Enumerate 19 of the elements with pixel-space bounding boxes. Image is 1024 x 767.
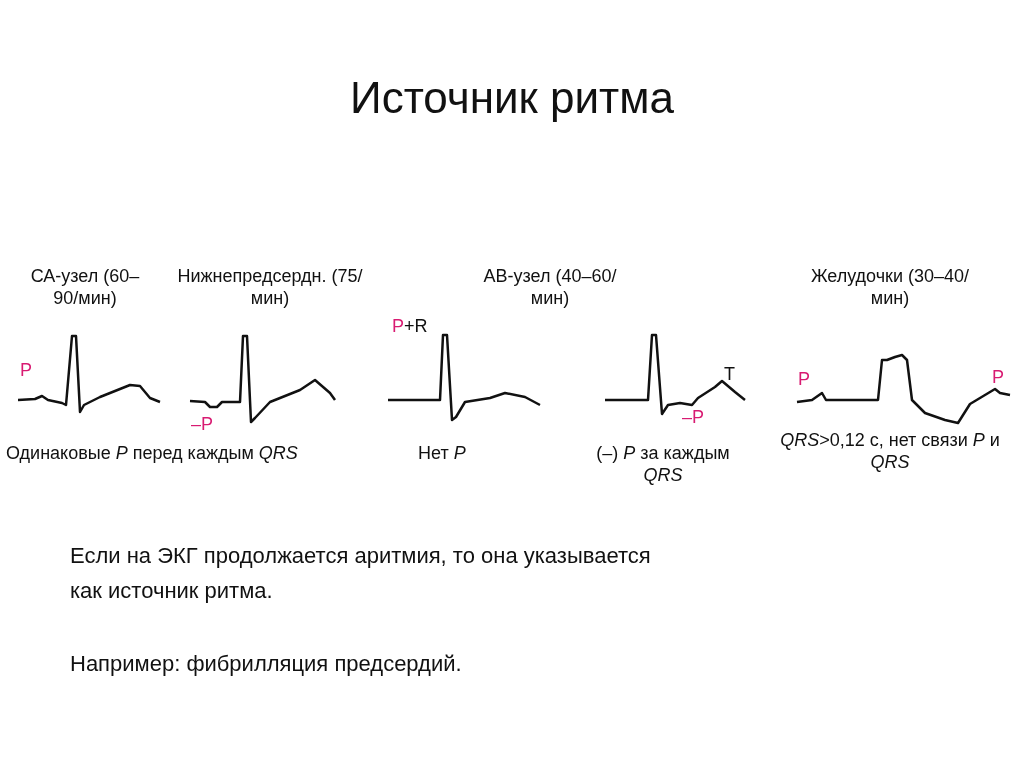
rhythm-heading: Нижнепредсердн. (75/мин) bbox=[176, 266, 364, 310]
body-text: Например: фибрилляция предсердий. bbox=[70, 650, 462, 678]
rhythm-heading: АВ-узел (40–60/мин) bbox=[482, 266, 618, 310]
ecg-caption: (–) P за каждым QRS bbox=[595, 443, 731, 487]
body-text: Если на ЭКГ продолжается аритмия, то она указывается как источник ритма. bbox=[70, 542, 652, 606]
wave-label: –P bbox=[191, 414, 214, 436]
rhythm-heading: СА-узел (60–90/мин) bbox=[29, 266, 141, 310]
wave-label: T bbox=[724, 364, 735, 386]
rhythm-heading: Желудочки (30–40/мин) bbox=[810, 266, 970, 310]
wave-label: P bbox=[992, 367, 1004, 389]
ecg-caption: Одинаковые P перед каждым QRS bbox=[6, 443, 298, 465]
wave-label: P bbox=[20, 360, 32, 382]
wave-label: –P bbox=[682, 407, 705, 429]
slide-title: Источник ритма bbox=[349, 72, 675, 124]
ecg-caption: Нет P bbox=[418, 443, 466, 465]
ecg-caption: QRS>0,12 с, нет связи P и QRS bbox=[780, 430, 1000, 474]
wave-label: P bbox=[798, 369, 810, 391]
wave-label: P bbox=[392, 316, 404, 338]
wave-label: +R bbox=[404, 316, 428, 338]
